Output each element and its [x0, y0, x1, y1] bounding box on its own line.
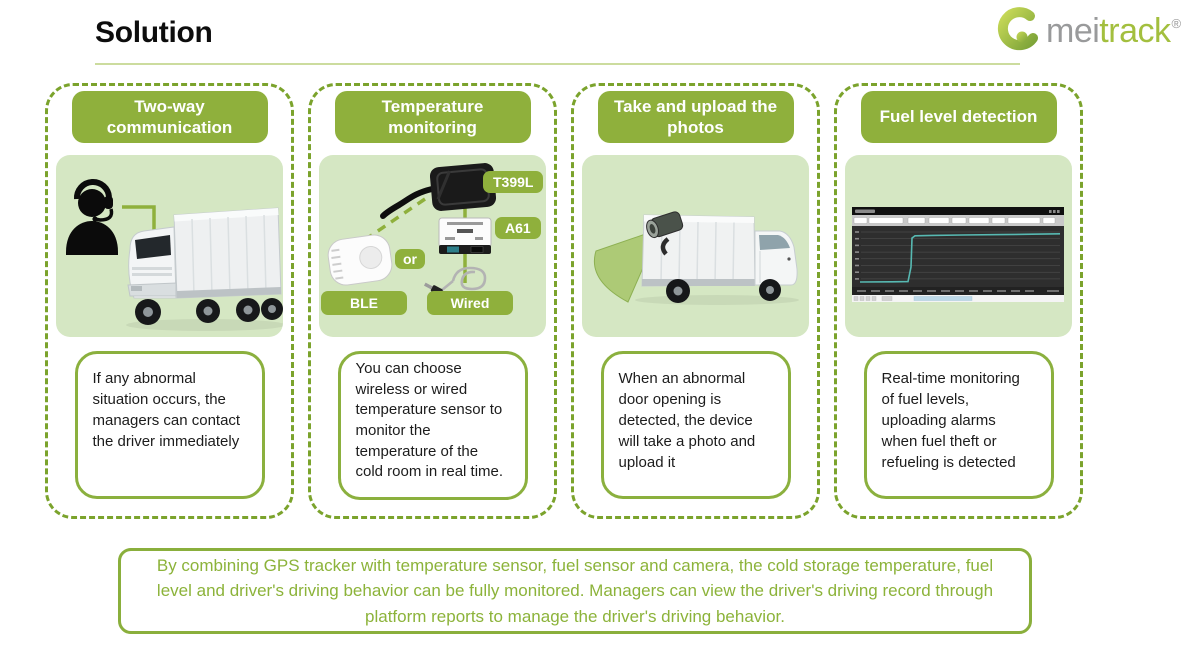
meitrack-logo-icon — [996, 7, 1042, 55]
summary-box: By combining GPS tracker with temperatur… — [118, 548, 1032, 634]
logo-track: track — [1099, 11, 1171, 50]
temperature-devices-illustration — [327, 163, 497, 296]
a61-hub-illustration — [438, 217, 492, 254]
box-truck-illustration — [127, 207, 283, 325]
temperature-description: You can choose wireless or wired tempera… — [337, 351, 528, 501]
a61-label: A61 — [495, 217, 541, 240]
fuel-description: Real-time monitoring of fuel levels, upl… — [863, 351, 1054, 499]
meitrack-logo: meitrack® — [996, 6, 1181, 56]
registered-mark: ® — [1171, 15, 1181, 31]
column-temperature-monitoring: Temperature monitoring — [308, 83, 557, 519]
wired-label: Wired — [427, 291, 513, 316]
or-label: or — [395, 249, 425, 270]
logo-wordmark: meitrack® — [1046, 12, 1181, 51]
two-way-description: If any abnormal situation occurs, the ma… — [74, 351, 265, 499]
photos-description: When an abnormal door opening is detecte… — [600, 351, 791, 499]
page-title: Solution — [95, 16, 213, 49]
column-fuel-level-detection: Fuel level detection — [834, 83, 1083, 519]
headset-operator-icon — [66, 179, 118, 255]
fuel-chart-illustration — [852, 207, 1064, 302]
column-header-photos: Take and upload the photos — [597, 91, 794, 143]
truck-with-operator-illustration — [66, 179, 283, 331]
solution-columns: Two-way communication — [45, 83, 1083, 519]
title-underline — [95, 63, 1020, 65]
fuel-media — [845, 155, 1072, 337]
summary-text: By combining GPS tracker with temperatur… — [156, 555, 994, 626]
column-header-fuel: Fuel level detection — [860, 91, 1057, 143]
gps-tracker-t399l-illustration — [380, 163, 497, 219]
t399l-label: T399L — [483, 171, 544, 194]
fuel-level-line — [859, 233, 1061, 283]
column-header-temperature: Temperature monitoring — [334, 91, 531, 143]
van-with-camera-illustration — [593, 211, 799, 305]
ble-sensor-illustration — [327, 234, 393, 286]
column-two-way-communication: Two-way communication — [45, 83, 294, 519]
temperature-media: T399L A61 or BLE Wired — [319, 155, 546, 337]
logo-mei: mei — [1046, 11, 1100, 50]
photos-media — [582, 155, 809, 337]
column-take-upload-photos: Take and upload the photos — [571, 83, 820, 519]
two-way-media — [56, 155, 283, 337]
camera-icon — [646, 211, 684, 256]
van-illustration — [641, 214, 798, 303]
ble-label: BLE — [321, 291, 407, 316]
column-header-two-way: Two-way communication — [71, 91, 268, 143]
wireless-connection-line — [368, 197, 426, 239]
